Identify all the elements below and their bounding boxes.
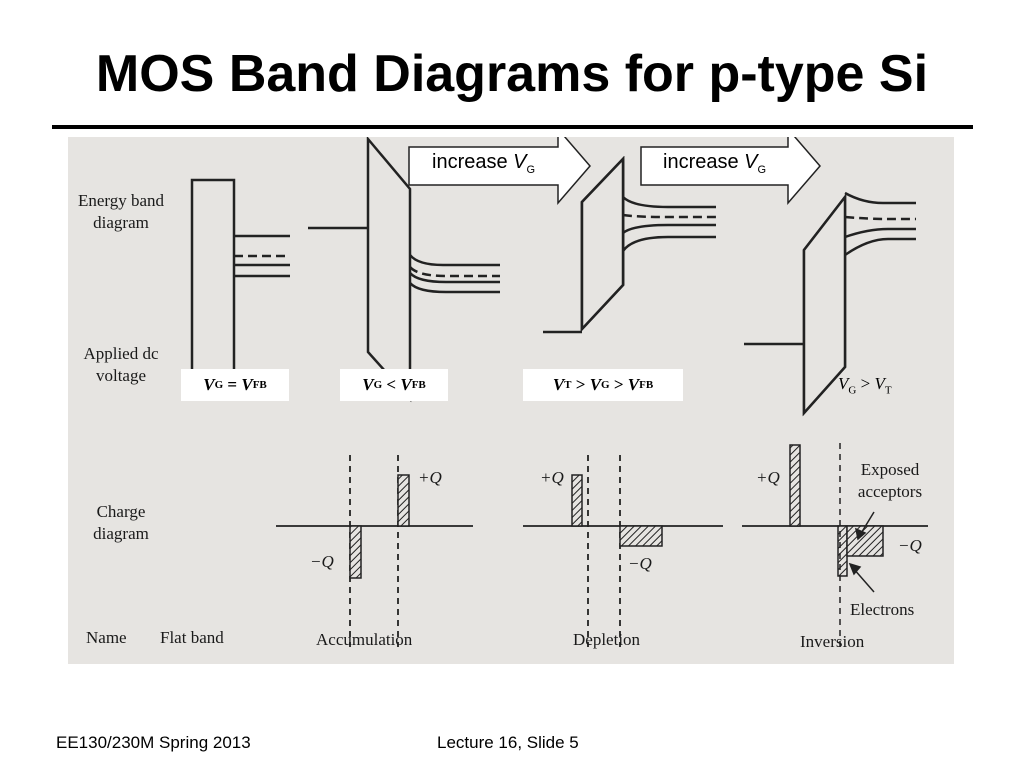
inversion-positive-charge [789, 444, 801, 527]
increase-vg-label-2: increase VG [663, 151, 767, 176]
accumulation-plus-q-label: +Q [418, 468, 442, 487]
name-flat-band: Flat band [160, 628, 224, 647]
flat-band-energy-diagram [190, 178, 290, 387]
inversion-energy-diagram [744, 191, 916, 417]
annotation-pointers [848, 511, 875, 593]
exposed-acceptors-label: Exposed acceptors [857, 460, 923, 501]
accumulation-negative-charge [349, 525, 362, 579]
footer-slide-number: Lecture 16, Slide 5 [437, 733, 579, 752]
inversion-minus-q-label: −Q [898, 536, 922, 555]
depletion-negative-charge [619, 525, 663, 547]
row-label-name: Name [86, 628, 127, 647]
inversion-plus-q-label: +Q [756, 468, 780, 487]
electrons-label: Electrons [850, 600, 915, 619]
row-label-applied-dc: Applied dc voltage [83, 344, 159, 385]
name-inversion: Inversion [800, 632, 865, 651]
depletion-plus-q-label: +Q [540, 468, 564, 487]
footer-course: EE130/230M Spring 2013 [56, 733, 251, 752]
accumulation-positive-charge [397, 474, 410, 527]
increase-vg-label-1: increase VG [432, 151, 536, 176]
depletion-positive-charge [571, 474, 583, 527]
name-accumulation: Accumulation [316, 630, 413, 649]
depletion-energy-diagram [543, 155, 716, 334]
band-diagram-figure: Energy band diagram Applied dc voltage C… [68, 137, 954, 664]
condition-inversion: VG > VT [838, 374, 892, 397]
increase-vg-arrow-1 [408, 137, 591, 206]
band-diagram-drawing [190, 137, 928, 647]
increase-vg-arrow-2 [640, 137, 821, 206]
charge-axes [276, 455, 928, 647]
row-label-energy-band: Energy band diagram [77, 191, 165, 232]
depletion-minus-q-label: −Q [628, 554, 652, 573]
title-divider [52, 125, 973, 129]
name-depletion: Depletion [573, 630, 641, 649]
row-label-charge: Charge diagram [93, 502, 149, 543]
slide-title: MOS Band Diagrams for p-type Si [95, 45, 929, 103]
inversion-acceptor-charge [846, 525, 884, 557]
accumulation-minus-q-label: −Q [310, 552, 334, 571]
